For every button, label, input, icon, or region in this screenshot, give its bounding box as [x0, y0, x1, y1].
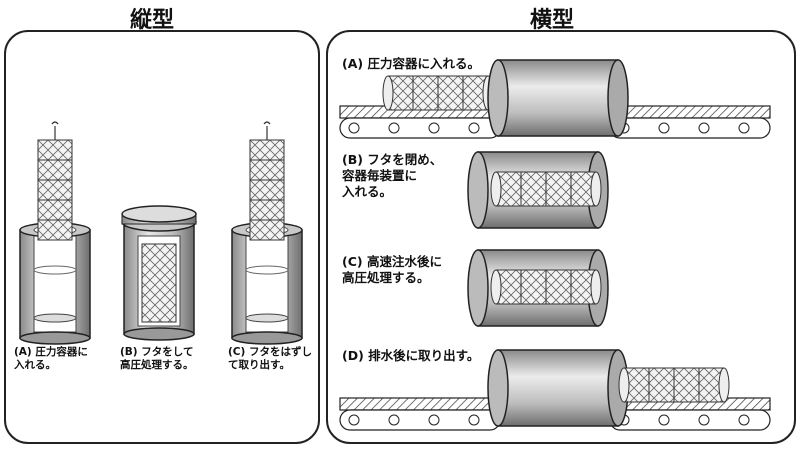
horizontal-step-a-label: (A) 圧力容器に入れる。: [342, 56, 480, 71]
vertical-caption-b: (B) フタをして 高圧処理する。: [120, 346, 194, 371]
vertical-step-b-illustration: [121, 205, 197, 341]
vertical-caption-a: (A) 圧力容器に 入れる。: [14, 346, 88, 371]
vertical-step-c-illustration: [231, 121, 303, 345]
horizontal-title: 横型: [530, 8, 575, 33]
horizontal-step-b-label: (B) フタを閉め、 容器毎装置に 入れる。: [342, 152, 443, 199]
vertical-step-a-illustration: [19, 121, 91, 345]
horizontal-step-b-illustration: [467, 151, 609, 229]
horizontal-step-c-illustration: [467, 249, 609, 327]
vertical-caption-c: (C) フタをはずし て取り出す。: [228, 346, 312, 371]
horizontal-panel: [326, 30, 796, 444]
horizontal-step-c-label: (C) 高速注水後に 高圧処理する。: [342, 254, 442, 285]
vertical-panel: [4, 30, 320, 444]
vertical-title: 縦型: [130, 8, 175, 33]
horizontal-step-d-label: (D) 排水後に取り出す。: [342, 348, 480, 363]
